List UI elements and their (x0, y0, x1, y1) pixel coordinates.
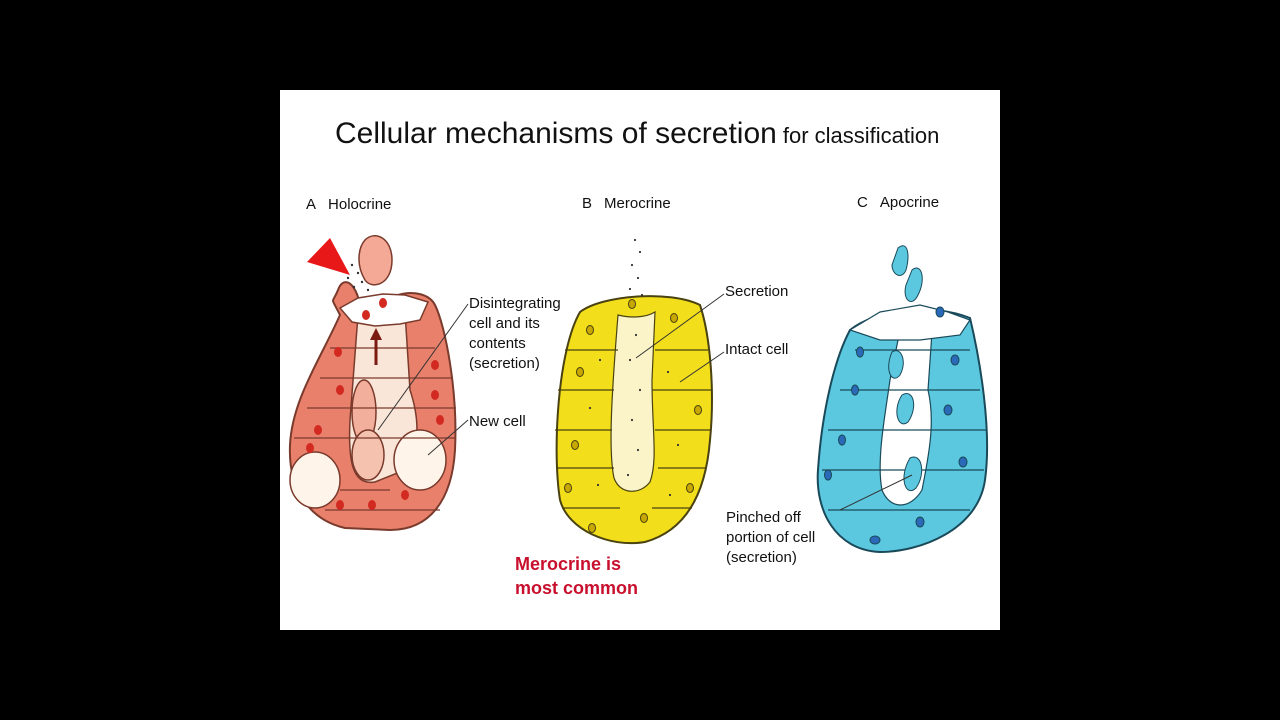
merocrine-gland (555, 238, 713, 545)
annotation-intact-cell: Intact cell (725, 341, 789, 358)
panel-c-letter: C (857, 194, 868, 211)
annotation-secretion: Secretion (725, 283, 789, 300)
title-main: Cellular mechanisms of secretion (335, 117, 777, 150)
annotation-pinched-off: Pinched off portion of cell (secretion) (726, 509, 816, 566)
annotation-new-cell: New cell (469, 413, 526, 430)
panel-b-letter: B (582, 195, 593, 212)
apocrine-gland (816, 245, 989, 554)
title-suffix: for classification (782, 123, 940, 148)
panel-b-name: Merocrine (604, 195, 671, 212)
holocrine-gland (288, 235, 457, 532)
pointer-triangle (307, 238, 350, 275)
annotation-disintegrating-cell: Disintegrating cell and its contents (se… (469, 295, 561, 372)
panel-c-name: Apocrine (879, 194, 940, 211)
merocrine-note: Merocrine is most common (515, 554, 639, 598)
panel-a-letter: A (306, 196, 317, 213)
panel-a-name: Holocrine (328, 196, 392, 213)
panel-a-heading: A Holocrine (306, 196, 391, 213)
gland-diagram (288, 235, 989, 554)
panel-c-heading: C Apocrine (857, 194, 939, 211)
panel-b-heading: B Merocrine (582, 195, 671, 212)
